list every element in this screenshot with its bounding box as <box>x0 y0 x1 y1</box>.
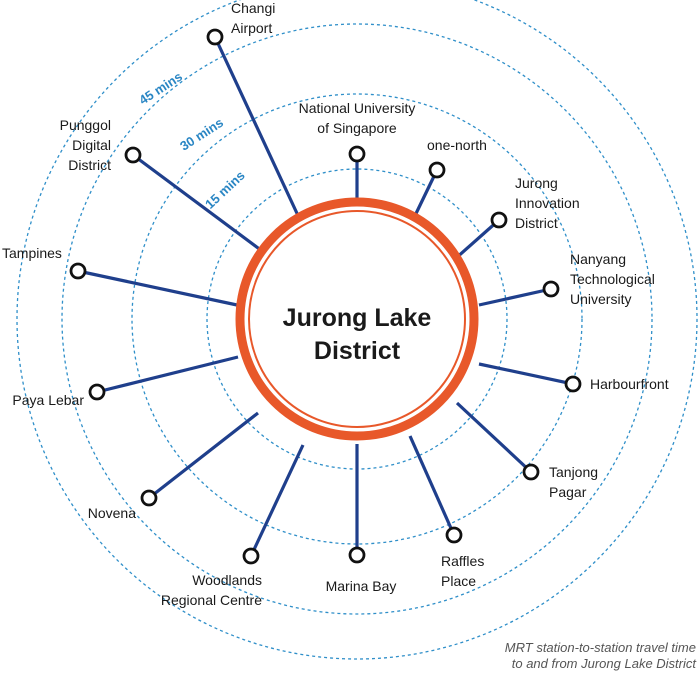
station-node-paya-lebar <box>88 383 106 401</box>
station-node-ntu <box>542 280 560 298</box>
ring-label-15-mins: 15 mins <box>202 168 248 212</box>
label-paya-lebar: Paya Lebar <box>12 392 84 408</box>
connector-ntu <box>478 287 552 307</box>
connector-tampines <box>77 269 238 307</box>
label-tampines: Tampines <box>2 245 62 261</box>
label-changi-airport-2: Airport <box>231 20 272 36</box>
station-node-jurong-innovation-district <box>490 211 508 229</box>
ring-outer <box>16 0 698 660</box>
label-tanjong-pagar-1: Tanjong <box>549 464 598 480</box>
label-one-north: one-north <box>427 137 487 153</box>
label-raffles-place-1: Raffles <box>441 553 484 569</box>
label-changi-airport-1: Changi <box>231 0 275 16</box>
hub-title-line1: Jurong Lake <box>283 304 432 332</box>
station-node-novena <box>140 489 158 507</box>
ring-label-30-mins: 30 mins <box>177 115 226 154</box>
label-punggol-digital-district-1: Punggol <box>60 117 111 133</box>
label-punggol-digital-district-3: District <box>68 157 111 173</box>
station-node-woodlands-regional-centre <box>242 547 260 565</box>
ring-45-mins <box>61 23 653 615</box>
label-woodlands-regional-centre-1: Woodlands <box>192 572 262 588</box>
connector-raffles-place <box>408 435 456 536</box>
connector-changi-airport <box>213 36 303 223</box>
label-jurong-innovation-district-3: District <box>515 215 558 231</box>
station-node-raffles-place <box>445 526 463 544</box>
label-raffles-place-2: Place <box>441 573 476 589</box>
label-woodlands-regional-centre-2: Regional Centre <box>161 592 262 608</box>
station-node-punggol-digital-district <box>124 146 142 164</box>
caption-line1: MRT station-to-station travel time <box>505 640 696 655</box>
label-harbourfront: Harbourfront <box>590 376 669 392</box>
connector-paya-lebar <box>96 355 239 394</box>
connector-novena <box>148 411 259 500</box>
station-node-one-north <box>428 161 446 179</box>
label-punggol-digital-district-2: Digital <box>72 137 111 153</box>
label-tanjong-pagar-2: Pagar <box>549 484 587 500</box>
connector-woodlands-regional-centre <box>249 444 305 557</box>
label-nus-2: of Singapore <box>317 120 397 136</box>
ring-30-mins <box>131 93 583 545</box>
station-node-changi-airport <box>206 28 224 46</box>
label-ntu-2: Technological <box>570 271 655 287</box>
station-node-tanjong-pagar <box>522 463 540 481</box>
station-node-tampines <box>69 262 87 280</box>
connector-tanjong-pagar <box>455 401 533 474</box>
connector-harbourfront <box>478 362 574 386</box>
label-nus-1: National University <box>299 100 416 116</box>
station-node-marina-bay <box>348 546 366 564</box>
station-nodes <box>69 28 582 565</box>
station-node-nus <box>348 145 366 163</box>
station-labels: Changi Airport National University of Si… <box>2 0 669 608</box>
label-jurong-innovation-district-2: Innovation <box>515 195 580 211</box>
hub-outer-ring <box>235 197 479 441</box>
connector-punggol-digital-district <box>132 153 263 253</box>
label-ntu-1: Nanyang <box>570 251 626 267</box>
caption-line2: to and from Jurong Lake District <box>512 656 698 671</box>
ring-label-45-mins: 45 mins <box>136 69 185 108</box>
central-hub: Jurong Lake District <box>235 197 479 441</box>
label-jurong-innovation-district-1: Jurong <box>515 175 558 191</box>
label-ntu-3: University <box>570 291 631 307</box>
station-node-harbourfront <box>564 375 582 393</box>
hub-inner-ring <box>248 210 466 428</box>
label-marina-bay: Marina Bay <box>326 578 397 594</box>
connector-jurong-innovation-district <box>453 218 501 261</box>
hub-title-line2: District <box>314 337 401 365</box>
label-novena: Novena <box>88 505 136 521</box>
